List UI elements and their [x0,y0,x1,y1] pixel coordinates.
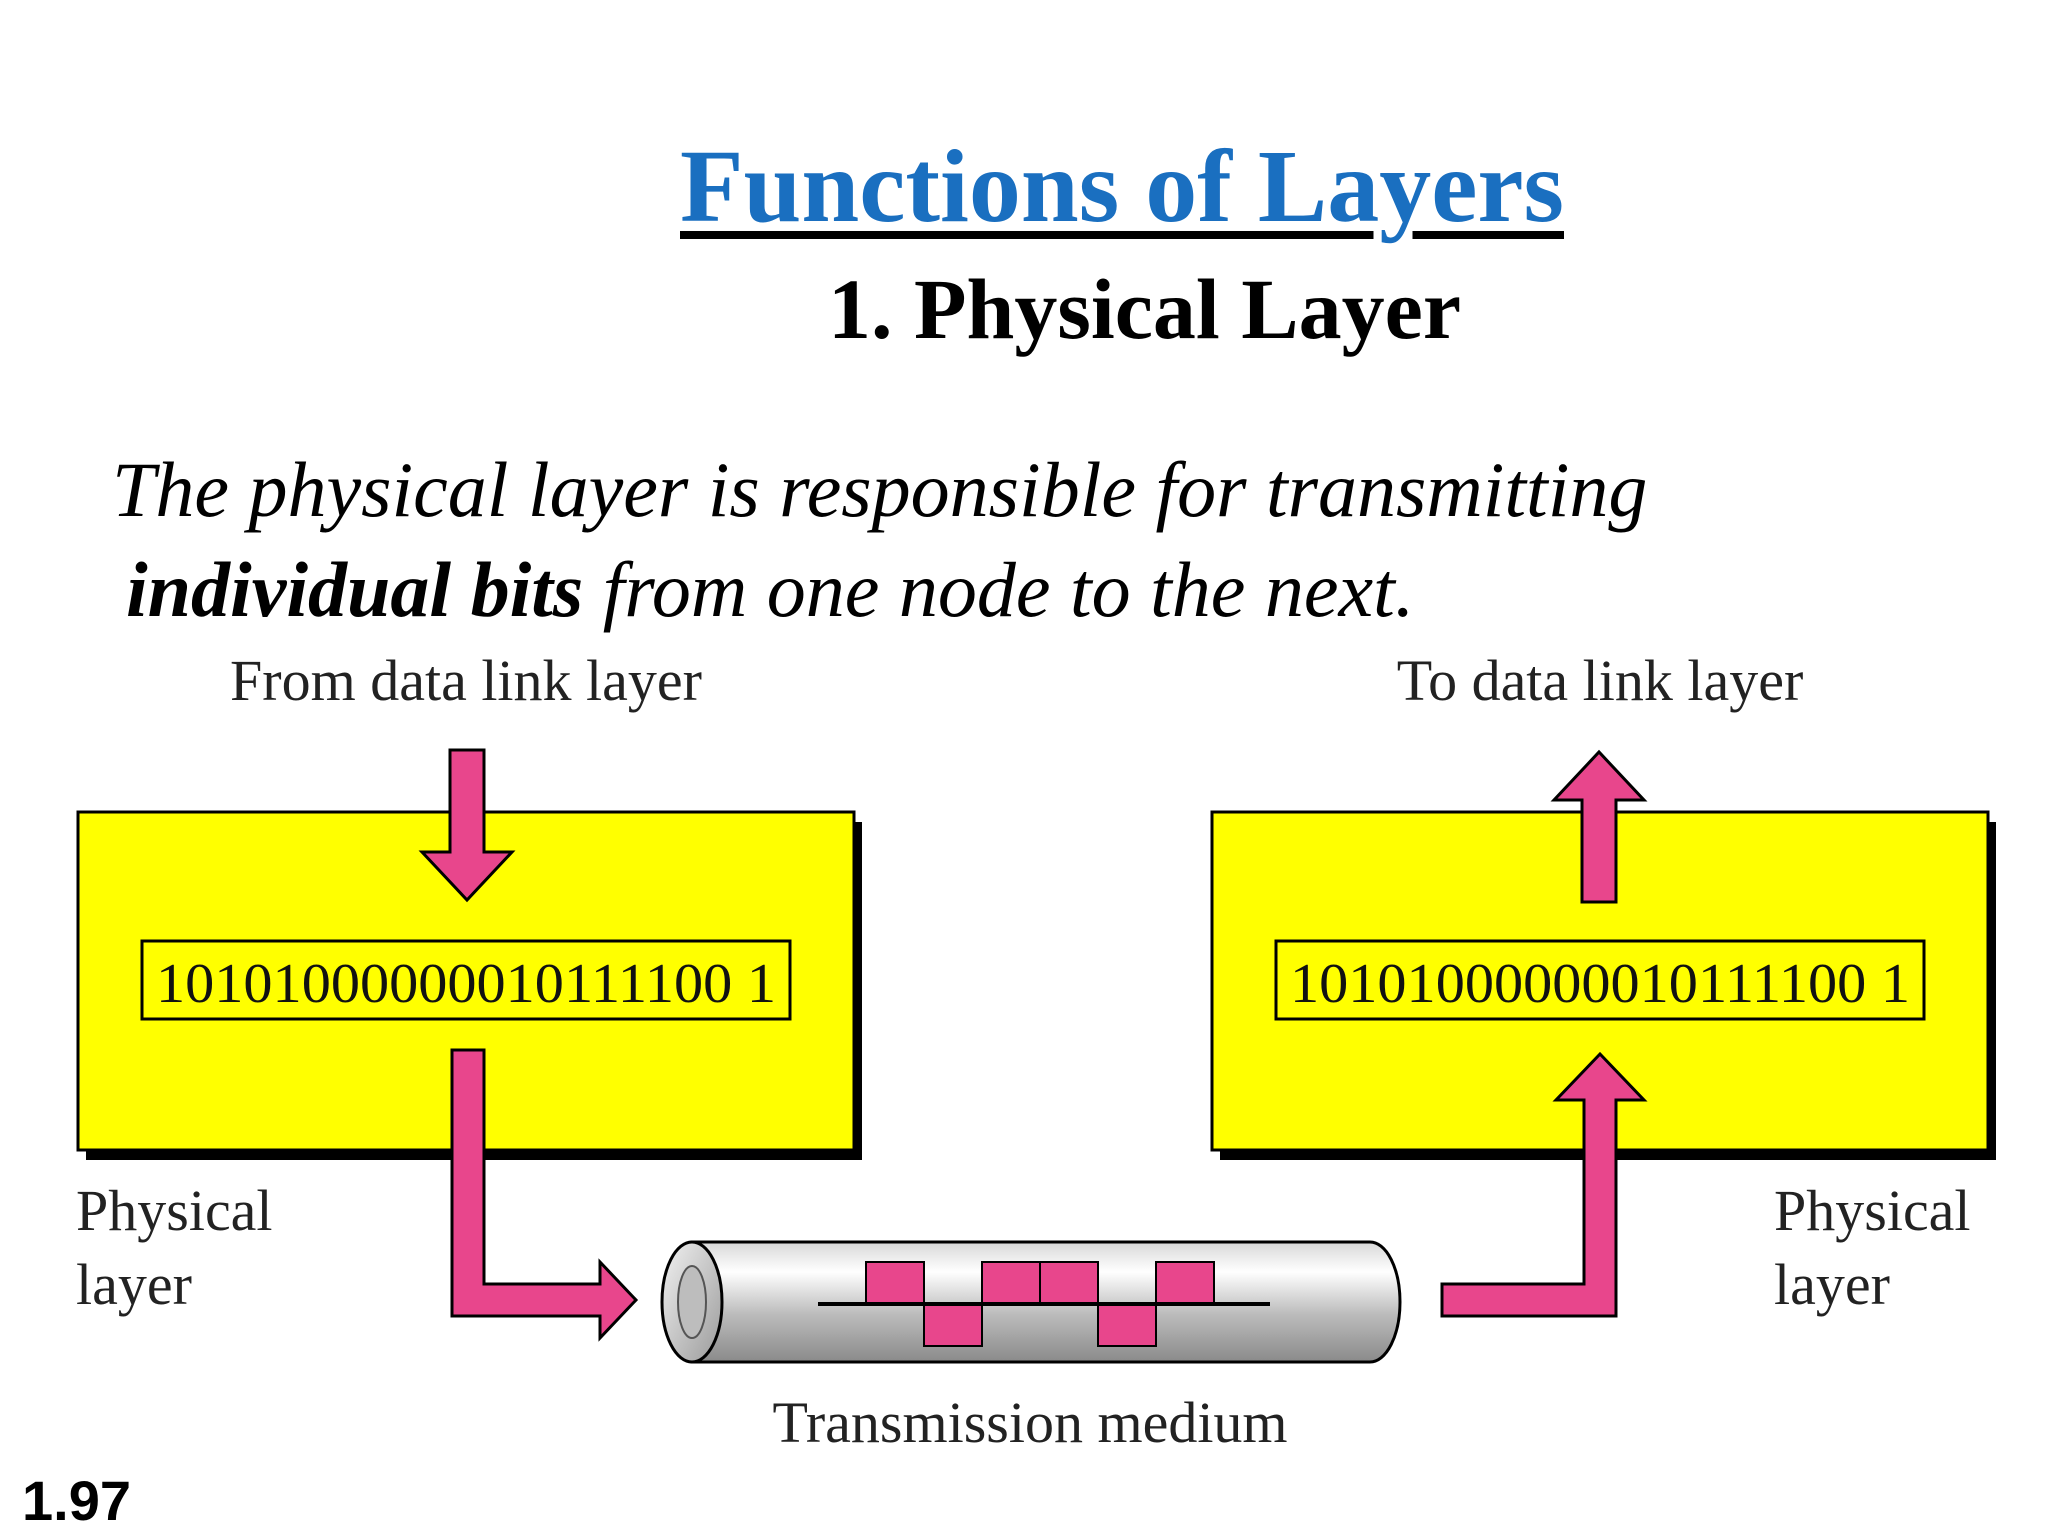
right-physical-layer-box: 10101000000010111100 1 [1210,810,1996,1160]
slide-subtitle: 1. Physical Layer [828,261,1461,357]
right-physical-layer-label: Physical layer [1774,1178,1985,1317]
digital-signal [818,1261,1270,1347]
down-arrow-icon [418,748,516,903]
left-physical-layer-label: Physical layer [76,1178,287,1317]
description-bold: individual bits [126,546,584,633]
left-bits-frame [140,939,792,1021]
transmission-medium-label: Transmission medium [772,1390,1287,1455]
left-elbow-arrow-icon [450,1048,639,1342]
right-physical-label-line-2: layer [1774,1252,1890,1317]
description-line-1: The physical layer is responsible for tr… [112,446,1648,533]
right-bits-frame [1274,939,1926,1021]
description-rest: from one node to the next. [583,546,1415,633]
up-arrow-icon [1550,749,1648,904]
to-data-link-label: To data link layer [1397,648,1804,713]
right-elbow-arrow-icon [1440,1051,1648,1318]
slide-title: Functions of Layers [680,129,1564,244]
right-physical-label-line-1: Physical [1774,1178,1971,1243]
left-physical-label-line-2: layer [76,1252,192,1317]
from-data-link-label: From data link layer [230,648,702,713]
right-bits: 10101000000010111100 1 [1290,953,1910,1015]
description-line-2: individual bits from one node to the nex… [112,540,1647,640]
description: The physical layer is responsible for tr… [112,440,1647,640]
slide-number: 1.97 [22,1469,131,1532]
left-physical-label-line-1: Physical [76,1178,273,1243]
left-bits: 10101000000010111100 1 [156,953,776,1015]
